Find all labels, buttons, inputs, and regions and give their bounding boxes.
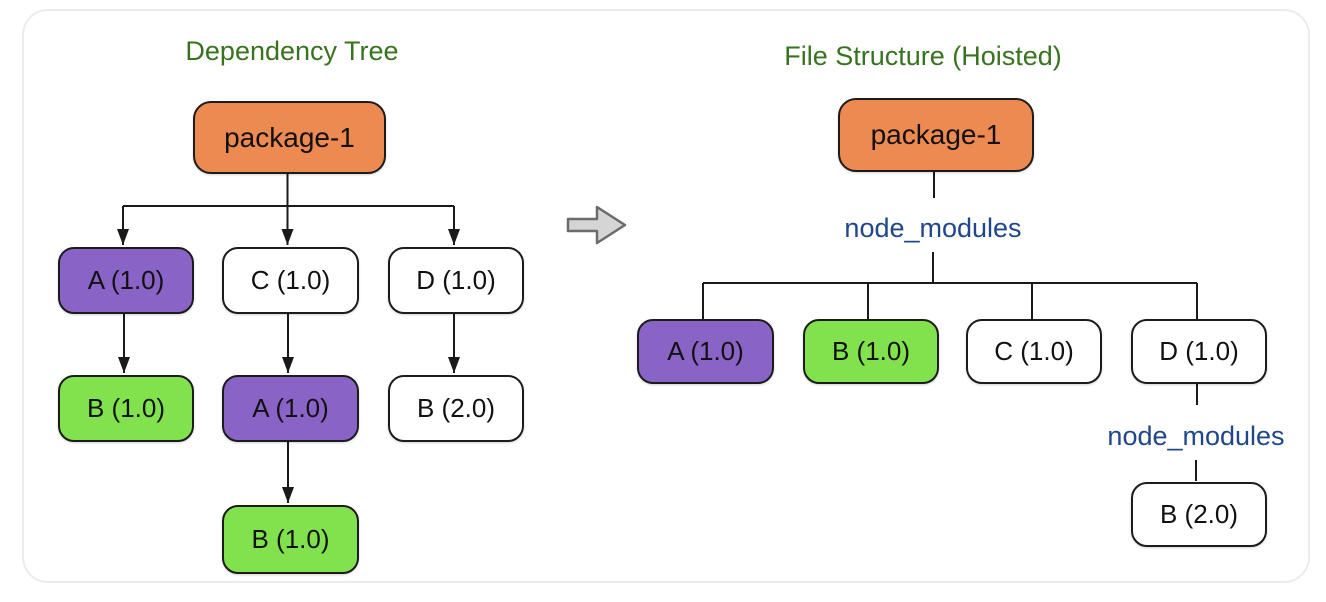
fs-node-b-2-0-label: B (2.0)	[1159, 499, 1239, 529]
dep-node-b-1-0-label: B (1.0)	[86, 393, 166, 423]
dep-node-package-1: package-1	[193, 101, 386, 174]
fs-node-b-1-0: B (1.0)	[803, 319, 939, 384]
fs-node-a-1-0-label: A (1.0)	[667, 336, 744, 366]
dep-node-nested-a-1-0-label: A (1.0)	[252, 393, 329, 423]
nested-node-modules-label: node_modules	[1107, 421, 1285, 451]
dep-node-d-1-0: D (1.0)	[388, 247, 524, 314]
fs-node-package-1-label: package-1	[870, 119, 1002, 150]
fs-node-b-2-0: B (2.0)	[1131, 482, 1267, 547]
fs-node-a-1-0: A (1.0)	[637, 319, 774, 384]
dep-node-d-1-0-label: D (1.0)	[416, 265, 496, 295]
dep-node-nested-b-1-0-label: B (1.0)	[251, 524, 330, 554]
right-tree-edges	[702, 168, 1198, 481]
fs-node-package-1: package-1	[838, 98, 1034, 172]
fs-node-b-1-0-label: B (1.0)	[831, 336, 911, 366]
dep-node-b-1-0: B (1.0)	[58, 375, 194, 442]
fs-node-d-1-0-label: D (1.0)	[1159, 336, 1239, 366]
fs-node-d-1-0: D (1.0)	[1131, 319, 1267, 384]
fs-node-c-1-0: C (1.0)	[966, 319, 1102, 384]
right-tree-title: File Structure (Hoisted)	[784, 41, 1062, 71]
node-modules-label: node_modules	[844, 213, 1022, 243]
dep-node-a-1-0: A (1.0)	[58, 247, 194, 314]
dep-node-nested-a-1-0: A (1.0)	[222, 375, 359, 442]
dep-node-package-1-label: package-1	[224, 121, 355, 153]
left-tree-edges	[117, 170, 460, 503]
dep-node-c-1-0-label: C (1.0)	[250, 265, 331, 295]
left-tree-title: Dependency Tree	[185, 36, 399, 66]
dep-node-b-2-0: B (2.0)	[388, 375, 524, 442]
dep-node-nested-b-1-0: B (1.0)	[222, 505, 359, 574]
dep-node-c-1-0: C (1.0)	[222, 247, 359, 314]
dep-node-a-1-0-label: A (1.0)	[87, 265, 165, 295]
dep-node-b-2-0-label: B (2.0)	[416, 393, 496, 423]
transform-arrow-icon	[566, 205, 627, 245]
fs-node-c-1-0-label: C (1.0)	[994, 336, 1074, 366]
